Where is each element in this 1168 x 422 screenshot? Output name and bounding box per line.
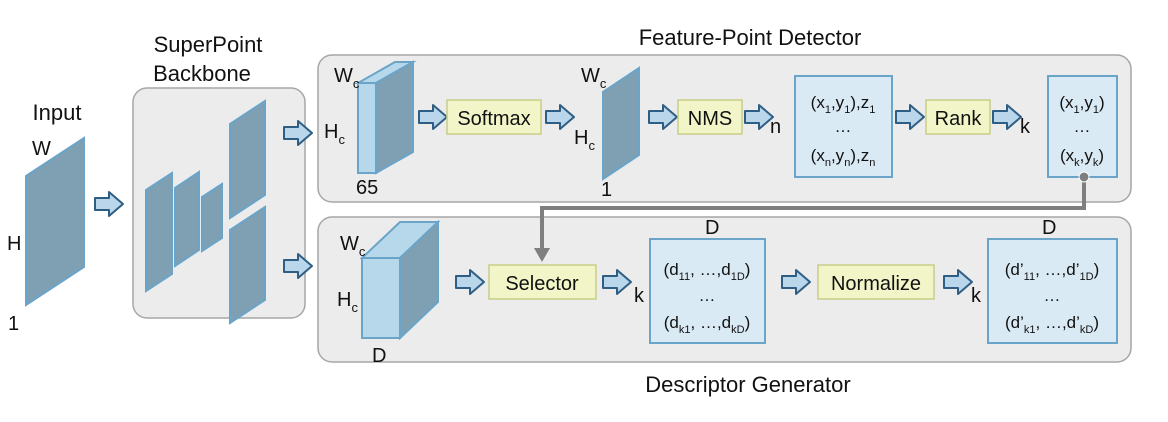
nms-box	[677, 99, 743, 135]
selected-ellipsis: …	[699, 286, 716, 305]
normalized-d-label: D	[1042, 217, 1056, 239]
normalize-box	[817, 264, 935, 300]
descriptor-feature-block	[359, 219, 441, 341]
candidate-points-box	[794, 75, 893, 178]
detector-score-map	[602, 66, 640, 181]
n-label: n	[770, 116, 781, 138]
selected-d-label: D	[705, 217, 719, 239]
rank-label: Rank	[935, 108, 983, 130]
input-h-label: H	[7, 233, 21, 255]
detector-title: Feature-Point Detector	[639, 25, 862, 50]
k-label-normalized: k	[971, 285, 982, 307]
detector-feature-block	[354, 60, 417, 175]
descriptor-title: Descriptor Generator	[645, 372, 850, 397]
input-w-label: W	[32, 138, 51, 160]
candidate-ellipsis: …	[835, 117, 852, 136]
score-channel-1: 1	[601, 179, 612, 201]
detector-wc-label: Wc	[334, 65, 360, 91]
backbone-title-line2: Backbone	[153, 61, 251, 86]
softmax-label: Softmax	[457, 108, 530, 130]
rank-box	[925, 99, 991, 135]
input-tensor	[25, 136, 85, 307]
arrow-input-to-backbone	[94, 191, 124, 217]
normalize-label: Normalize	[831, 273, 921, 295]
score-hc-label: Hc	[574, 127, 595, 153]
topk-ellipsis: …	[1074, 117, 1091, 136]
descriptor-channel-d: D	[372, 345, 386, 367]
softmax-box	[446, 99, 542, 135]
selector-label: Selector	[505, 273, 579, 295]
selected-descriptors-box	[649, 238, 766, 344]
detector-channel-65: 65	[356, 177, 378, 199]
backbone-blocks	[145, 99, 266, 325]
input-label: Input	[33, 100, 82, 125]
backbone-title-line1: SuperPoint	[154, 32, 263, 57]
normalized-descriptors-box	[987, 238, 1118, 344]
selector-box	[488, 264, 597, 300]
k-label-detector: k	[1020, 116, 1031, 138]
normalized-first: (d’11, …,d’1D)	[1005, 260, 1099, 283]
input-channel-label: 1	[8, 313, 19, 335]
descriptor-hc-label: Hc	[337, 289, 358, 315]
normalized-ellipsis: …	[1044, 286, 1061, 305]
detector-hc-label: Hc	[324, 121, 345, 147]
score-wc-label: Wc	[581, 65, 607, 91]
k-label-selected: k	[634, 285, 645, 307]
nms-label: NMS	[688, 108, 732, 130]
keypoint-connector	[534, 171, 1090, 262]
descriptor-wc-label: Wc	[340, 233, 366, 259]
